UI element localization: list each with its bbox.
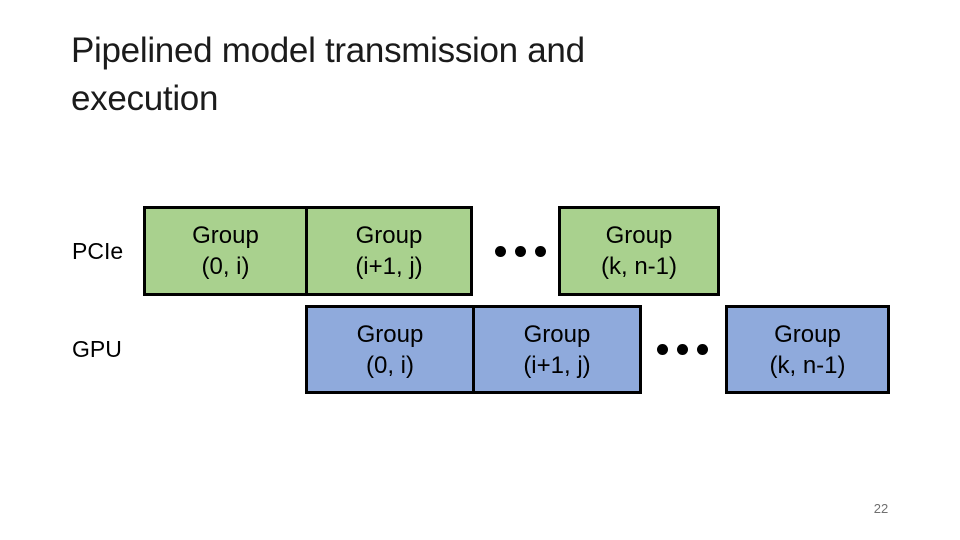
dot xyxy=(494,245,506,257)
gpu-row-label: GPU xyxy=(72,336,122,362)
dot xyxy=(534,245,546,257)
pcie-group-box-2: Group (i+1, j) xyxy=(305,206,473,296)
page-number: 22 xyxy=(873,501,889,516)
dot xyxy=(514,245,526,257)
ellipsis-icon xyxy=(486,206,554,296)
pcie-row-label: PCIe xyxy=(72,237,124,264)
dot xyxy=(676,344,688,355)
pcie-group-box-3: Group (k, n-1) xyxy=(558,206,720,296)
dot xyxy=(696,344,708,355)
slide-title: Pipelined model transmission and executi… xyxy=(71,27,585,123)
dot xyxy=(656,344,668,355)
ellipsis-icon xyxy=(648,305,716,394)
gpu-group-box-1: Group (0, i) xyxy=(305,305,475,394)
pcie-group-box-1: Group (0, i) xyxy=(143,206,308,296)
gpu-group-box-2: Group (i+1, j) xyxy=(472,305,642,394)
title-line-2: execution xyxy=(71,79,219,118)
gpu-group-box-3: Group (k, n-1) xyxy=(725,305,890,394)
title-line-1: Pipelined model transmission and xyxy=(71,31,585,70)
